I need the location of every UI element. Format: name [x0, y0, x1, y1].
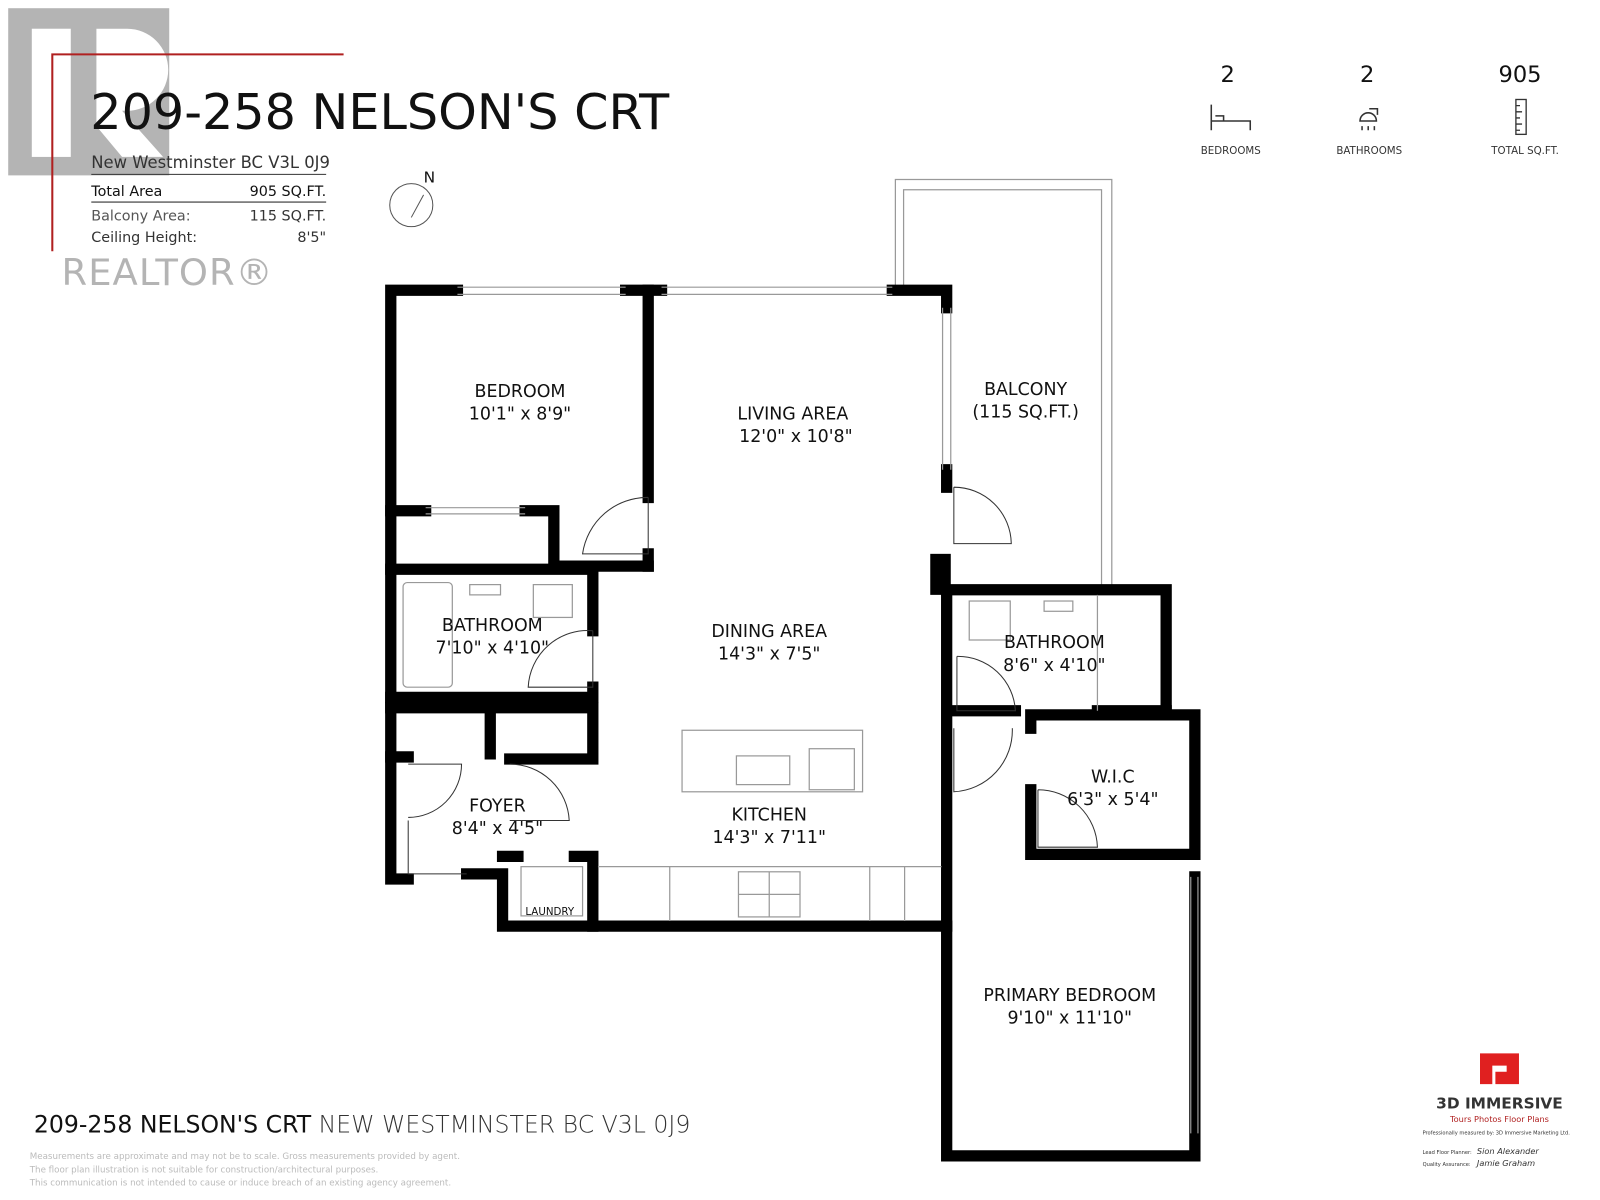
room-dims: 6'3" x 5'4"	[1067, 790, 1158, 810]
windows	[425, 286, 1199, 1134]
brand-tagline: Tours Photos Floor Plans	[1449, 1114, 1549, 1124]
ceiling-height-label: Ceiling Height:	[91, 230, 197, 246]
room-dims: (115 SQ.FT.)	[972, 402, 1079, 422]
page-title: 209-258 NELSON'S CRT	[90, 83, 670, 141]
room-dims: 8'6" x 4'10"	[1003, 656, 1105, 676]
room-name: LIVING AREA	[737, 404, 848, 424]
qa-signature: Jamie Graham	[1475, 1158, 1535, 1168]
stat-bedrooms: 2 BEDROOMS	[1201, 62, 1261, 157]
footer-address: 209-258 NELSON'S CRT NEW WESTMINSTER BC …	[34, 1110, 691, 1138]
room-name: PRIMARY BEDROOM	[983, 986, 1156, 1006]
brand-logo-icon	[1480, 1053, 1519, 1085]
stat-bathrooms: 2 BATHROOMS	[1336, 62, 1402, 157]
balcony-area-value: 115 SQ.FT.	[250, 209, 327, 225]
stat-value: 2	[1360, 62, 1374, 88]
doors	[407, 486, 1098, 875]
lead-planner-label: Lead Floor Planner:	[1423, 1150, 1472, 1156]
shower-icon	[1359, 107, 1379, 131]
disclaimer-line: The floor plan illustration is not suita…	[29, 1165, 379, 1175]
compass-icon: N	[389, 169, 436, 228]
disclaimer-line: This communication is not intended to ca…	[29, 1179, 451, 1189]
room-balcony: BALCONY(115 SQ.FT.)	[972, 380, 1079, 423]
ceiling-height-value: 8'5"	[297, 230, 326, 246]
qa-label: Quality Assurance:	[1423, 1162, 1471, 1168]
room-name: BATHROOM	[442, 616, 543, 636]
room-dims: 14'3" x 7'5"	[718, 644, 820, 664]
footer-address-light: NEW WESTMINSTER BC V3L 0J9	[319, 1110, 691, 1138]
room-dims: 14'3" x 7'11"	[712, 828, 826, 848]
walls	[385, 284, 1201, 1162]
stat-label: BEDROOMS	[1201, 145, 1261, 157]
room-wic: W.I.C6'3" x 5'4"	[1067, 768, 1158, 811]
room-dims: 9'10" x 11'10"	[1007, 1009, 1132, 1029]
room-dims: 10'1" x 8'9"	[469, 404, 571, 424]
realtor-watermark: REALTOR®	[8, 8, 273, 294]
room-dims: 8'4" x 4'5"	[452, 819, 543, 839]
address: New Westminster BC V3L 0J9	[91, 153, 330, 172]
brand-name: 3D IMMERSIVE	[1436, 1095, 1563, 1113]
balcony-area-label: Balcony Area:	[91, 209, 190, 225]
disclaimer-line: Measurements are approximate and may not…	[30, 1152, 460, 1162]
balcony-outline	[894, 178, 1113, 585]
total-area-label: Total Area	[90, 184, 162, 200]
fixtures	[402, 581, 1099, 922]
room-name: W.I.C	[1091, 768, 1135, 788]
room-living: LIVING AREA 12'0" x 10'8"	[737, 404, 852, 447]
room-foyer: FOYER 8'4" x 4'5"	[452, 796, 543, 839]
footer-address-bold: 209-258 NELSON'S CRT	[34, 1110, 312, 1138]
bed-icon	[1210, 104, 1252, 131]
room-name: BATHROOM	[1004, 633, 1105, 653]
red-accent-line	[51, 53, 344, 252]
stat-label: BATHROOMS	[1336, 145, 1402, 157]
room-bathroom-2: BATHROOM 8'6" x 4'10"	[1003, 633, 1105, 676]
stat-label: TOTAL SQ.FT.	[1490, 145, 1559, 157]
room-name: KITCHEN	[731, 806, 806, 826]
lead-planner-signature: Sion Alexander	[1477, 1146, 1539, 1156]
room-laundry: LAUNDRY	[525, 906, 574, 918]
stat-sqft: 905 TOTAL SQ.FT.	[1490, 62, 1559, 157]
stat-value: 2	[1221, 62, 1235, 88]
room-primary-bedroom: PRIMARY BEDROOM 9'10" x 11'10"	[983, 986, 1156, 1029]
stat-value: 905	[1498, 62, 1541, 88]
ruler-icon	[1515, 98, 1527, 136]
room-dims: 7'10" x 4'10"	[436, 638, 550, 658]
brand-measured-by: Professionally measured by: 3D Immersive…	[1423, 1130, 1571, 1136]
room-dims: 12'0" x 10'8"	[739, 427, 852, 447]
total-area-value: 905 SQ.FT.	[250, 184, 327, 200]
room-name: BEDROOM	[475, 382, 566, 402]
room-name: BALCONY	[984, 380, 1067, 400]
room-name: DINING AREA	[711, 622, 827, 642]
compass-label: N	[424, 169, 436, 187]
room-name: FOYER	[469, 796, 526, 816]
brand-logo: 3D IMMERSIVE Tours Photos Floor Plans Pr…	[1423, 1053, 1571, 1168]
realtor-text: REALTOR®	[62, 251, 274, 294]
